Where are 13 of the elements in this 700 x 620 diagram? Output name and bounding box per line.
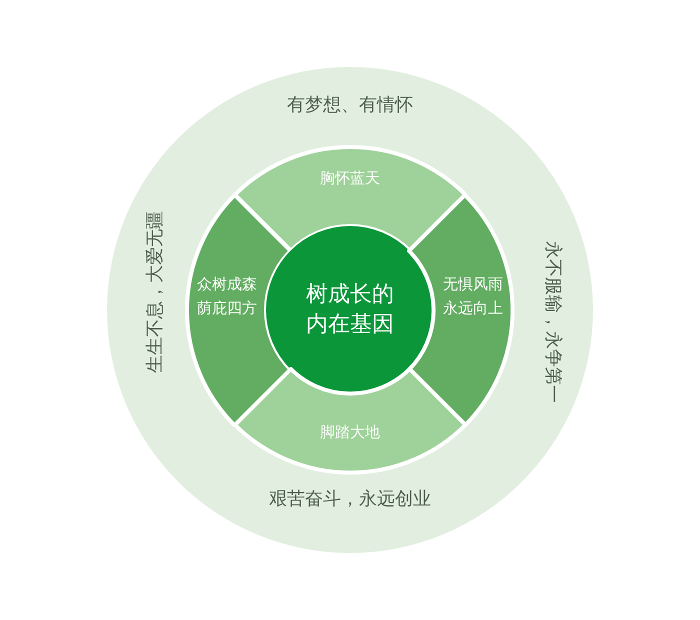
ring-text: 艰苦奋斗，永远创业 bbox=[269, 488, 431, 512]
ring-segment bbox=[232, 367, 468, 475]
segment-label: 荫庇四方 bbox=[197, 298, 257, 318]
segment-label: 脚踏大地 bbox=[320, 422, 380, 442]
ring-segment bbox=[407, 192, 515, 428]
ring-text: 有梦想、有情怀 bbox=[287, 94, 413, 118]
ring-text: 永不服输，永争第一 bbox=[542, 241, 564, 403]
center-label: 树成长的内在基因 bbox=[305, 281, 395, 339]
segment-label: 胸怀蓝天 bbox=[320, 168, 380, 188]
segment-label: 永远向上 bbox=[442, 298, 503, 318]
ring-text: 生生不息，大爱无疆 bbox=[144, 211, 166, 373]
segment-label: 无惧风雨 bbox=[442, 274, 503, 294]
segment-label: 众树成森 bbox=[197, 274, 257, 294]
